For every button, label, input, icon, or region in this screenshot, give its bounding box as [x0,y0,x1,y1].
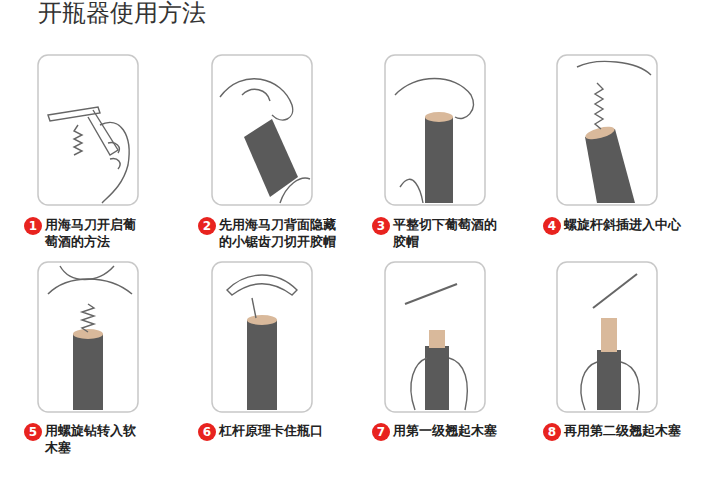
step-number: 1 [24,217,42,235]
cork [425,112,453,122]
spiral [74,125,82,155]
hand [280,178,310,203]
second-step [581,274,639,410]
callout-number: 6 [203,426,211,438]
panel-frame [385,262,485,412]
cork [429,330,445,348]
panel-frame [212,55,312,205]
step-caption: 用螺旋钻转入软木塞 [45,423,141,457]
step-caption: 螺旋杆斜插进入中心 [564,217,704,234]
bottle [597,350,621,410]
foil-removed [395,79,473,204]
hand [395,79,473,119]
hand [581,362,639,410]
lever-on-neck [227,275,297,410]
panel-frame [212,262,312,412]
cork [247,315,277,325]
step-number: 2 [198,217,216,235]
panel-frame [38,55,138,205]
step-caption: 杠杆原理卡住瓶口 [219,423,339,440]
first-step [405,284,467,410]
bottle [425,117,453,203]
hand [577,61,651,75]
panel-frame [385,55,485,205]
panel-frame [557,262,657,412]
hand [100,122,129,203]
step-caption: 用第一级翘起木塞 [393,423,523,440]
step-number: 8 [543,423,561,441]
turn-screw [48,266,132,410]
bottle [585,129,635,203]
spiral [82,304,94,332]
hand [220,79,293,120]
step-number: 4 [543,217,561,235]
step-number: 3 [372,217,390,235]
hook [252,298,256,318]
lever [593,274,637,308]
panel-frame [38,262,138,412]
handle [88,110,118,155]
step-caption: 平整切下葡萄酒的胶帽 [393,217,503,251]
bottle [247,320,277,410]
step-number: 6 [198,423,216,441]
blade [48,107,100,121]
spiral [595,83,603,129]
callout-number: 5 [29,426,37,438]
bottle [73,334,103,410]
cork [73,329,103,339]
callout-number: 8 [548,426,556,438]
fingers [108,143,120,169]
lever [405,284,457,304]
panel-frame [557,55,657,205]
cutting-foil [220,79,310,203]
callout-number: 4 [548,220,556,232]
step-caption: 再用第二级翘起木塞 [564,423,704,440]
callout-number: 2 [203,220,211,232]
page-title: 开瓶器使用方法 [38,0,206,26]
step-caption: 先用海马刀背面隐藏的小锯齿刀切开胶帽 [219,217,341,251]
hand [411,358,467,410]
step-number: 7 [372,423,390,441]
callout-number: 1 [29,220,37,232]
waiter-knife [48,107,129,203]
cork [601,318,617,352]
finger [242,89,270,101]
step-number: 5 [24,423,42,441]
hand [400,179,423,203]
step-caption: 用海马刀开启葡萄酒的方法 [45,217,141,251]
bottle [425,346,449,410]
callout-number: 7 [377,426,385,438]
lever [227,275,297,295]
hand [60,266,114,280]
insert-screw [577,61,651,203]
cork [584,124,616,141]
callout-number: 3 [377,220,385,232]
handle [48,279,132,294]
